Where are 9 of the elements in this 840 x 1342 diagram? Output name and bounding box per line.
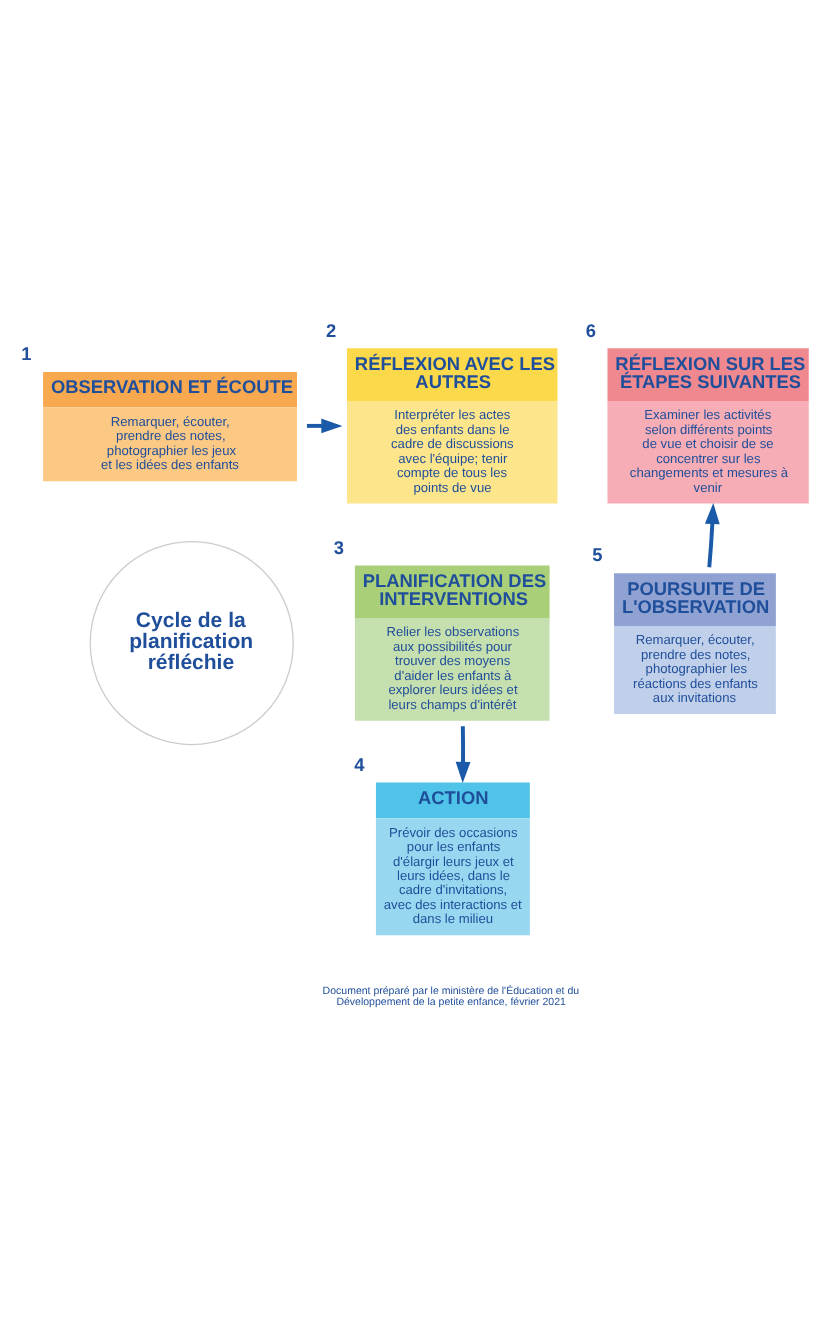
node-label: 5 <box>592 544 603 565</box>
arrow <box>455 725 471 783</box>
arrow <box>704 501 720 567</box>
node-label: 4 <box>354 754 365 775</box>
node-circle: Cycle de la planification réfléchie <box>89 539 294 745</box>
node-label: 2 <box>325 319 337 340</box>
node-label: 1 <box>21 342 32 363</box>
node-label: 6 <box>585 319 597 340</box>
node-label: 3 <box>333 536 345 557</box>
